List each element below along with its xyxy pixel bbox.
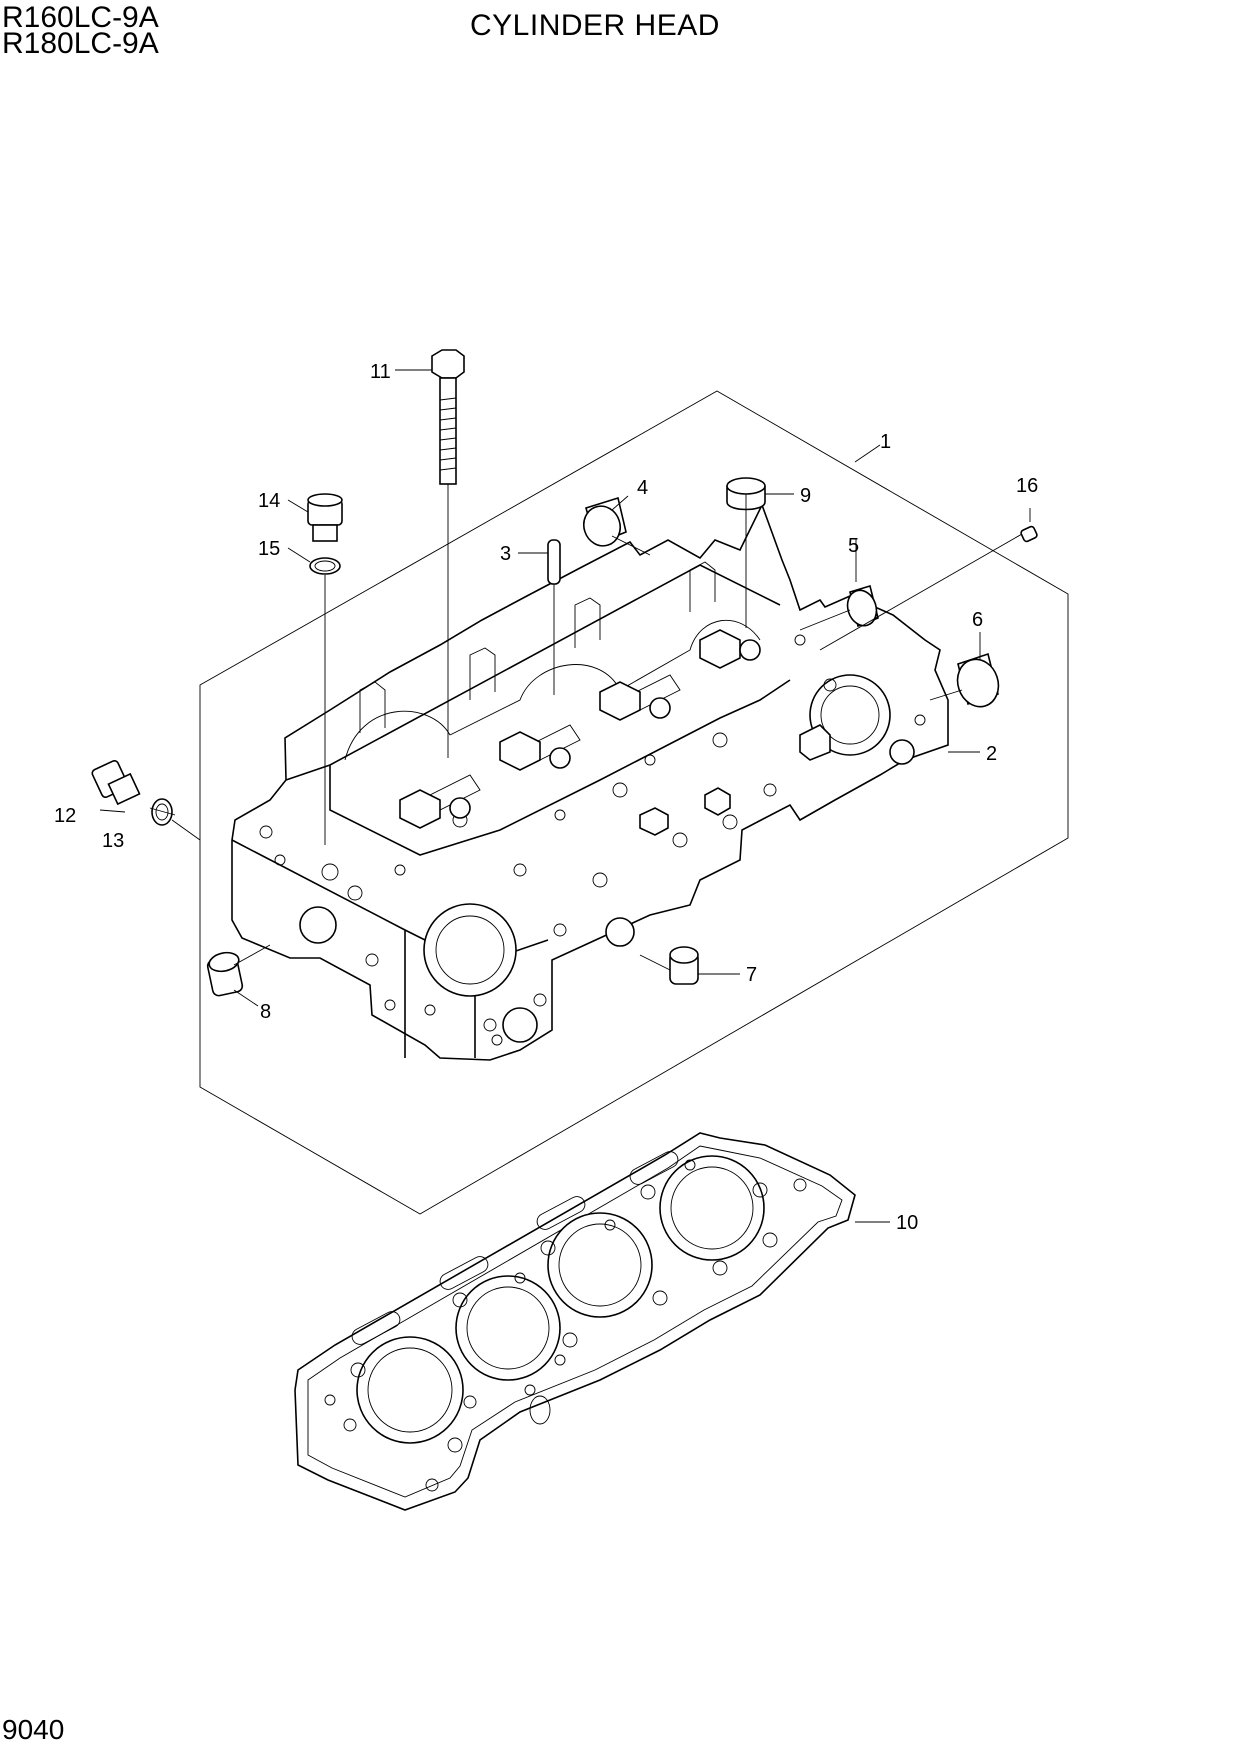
callout-5: 5 bbox=[848, 535, 859, 557]
callout-12: 12 bbox=[54, 805, 76, 827]
callout-16: 16 bbox=[1016, 475, 1038, 497]
callout-7: 7 bbox=[746, 964, 757, 986]
plug-part-16 bbox=[1020, 525, 1038, 543]
page-title: CYLINDER HEAD bbox=[470, 9, 720, 42]
callout-1: 1 bbox=[880, 431, 891, 453]
callout-14: 14 bbox=[258, 490, 280, 512]
dowel-pin-part-3 bbox=[547, 539, 561, 585]
plug-part-14 bbox=[307, 493, 343, 542]
leader-lines bbox=[99, 369, 1031, 1223]
cap-part-4 bbox=[582, 496, 627, 547]
assembly-boundary bbox=[199, 390, 1069, 1215]
o-ring-part-15 bbox=[309, 557, 341, 575]
page-number: 9040 bbox=[2, 1714, 65, 1745]
callout-10: 10 bbox=[896, 1212, 918, 1234]
callout-15: 15 bbox=[258, 538, 280, 560]
sleeve-part-8 bbox=[206, 951, 244, 997]
bolt-part-11 bbox=[431, 349, 465, 485]
sleeve-part-7 bbox=[669, 946, 699, 985]
callout-4: 4 bbox=[637, 477, 648, 499]
head-gasket bbox=[294, 1132, 856, 1511]
cap-part-6 bbox=[956, 652, 1000, 708]
callout-2: 2 bbox=[986, 743, 997, 765]
callout-8: 8 bbox=[260, 1001, 271, 1023]
callout-13: 13 bbox=[102, 830, 124, 852]
callout-11: 11 bbox=[370, 361, 391, 383]
cylinder-head bbox=[231, 502, 949, 1061]
plug-part-12 bbox=[91, 760, 141, 806]
o-ring-part-13 bbox=[151, 798, 173, 826]
callout-6: 6 bbox=[972, 609, 983, 631]
model-number-1: R160LC-9A bbox=[2, 1, 159, 34]
cap-part-5 bbox=[846, 584, 879, 628]
callout-labels: 11 14 15 12 13 3 4 9 1 16 5 6 2 7 8 10 bbox=[54, 361, 1038, 1234]
callout-3: 3 bbox=[500, 543, 511, 565]
callout-9: 9 bbox=[800, 485, 811, 507]
model-number-2: R180LC-9A bbox=[2, 27, 159, 60]
